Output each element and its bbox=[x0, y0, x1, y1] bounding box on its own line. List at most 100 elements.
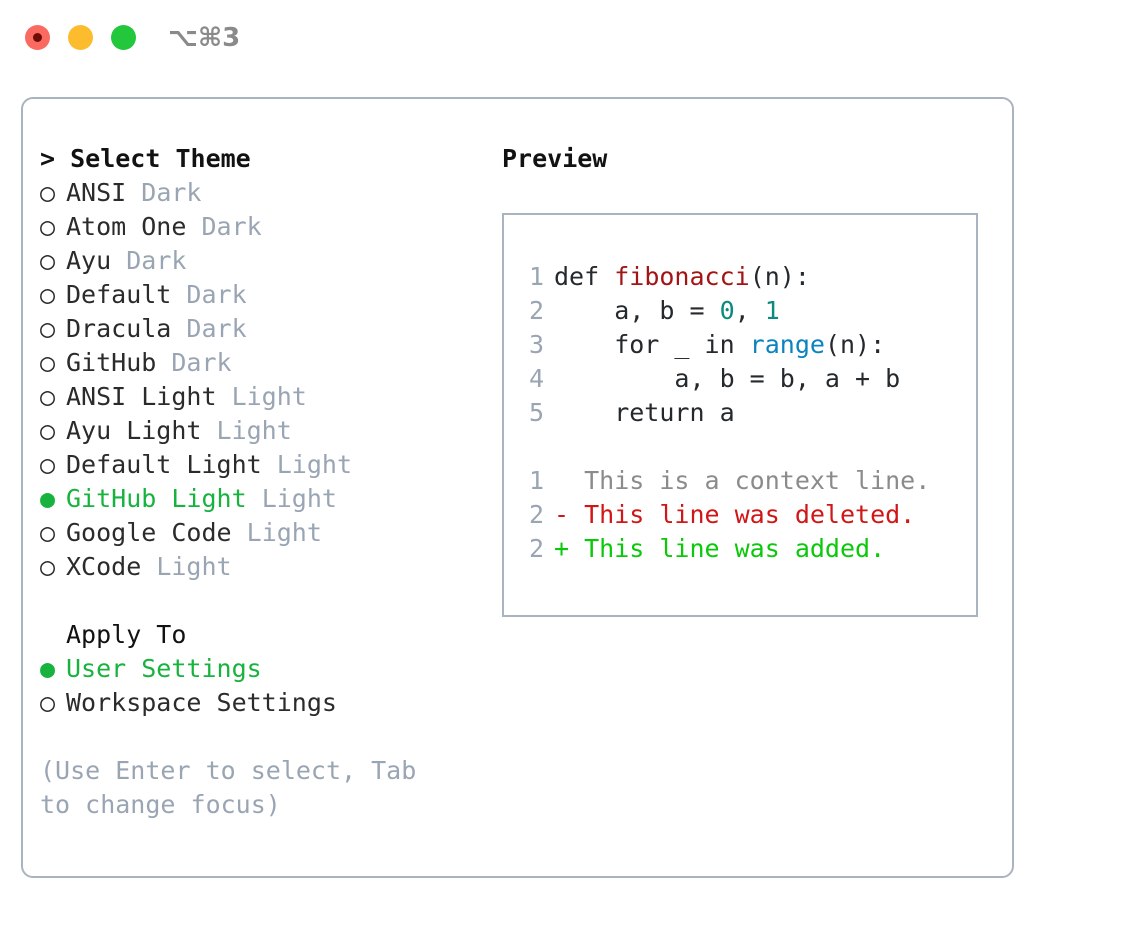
theme-selection-column: > Select Theme ○ANSI Dark○Atom One Dark○… bbox=[40, 142, 490, 822]
diff-marker: + bbox=[554, 534, 585, 563]
line-number: 5 bbox=[528, 398, 544, 427]
diff-text: This line was added. bbox=[584, 534, 886, 563]
close-button[interactable] bbox=[25, 25, 50, 50]
maximize-button[interactable] bbox=[111, 25, 136, 50]
theme-option-github-light[interactable]: ● GitHub Light Light bbox=[40, 482, 490, 516]
theme-variant-tag: Dark bbox=[186, 280, 247, 309]
line-number: 2 bbox=[528, 500, 544, 529]
spacer bbox=[518, 430, 930, 464]
code-token: (n): bbox=[824, 330, 886, 359]
code-token: range bbox=[749, 330, 825, 359]
select-theme-header: > Select Theme bbox=[40, 144, 251, 173]
diff-line-text: This is a context line. bbox=[554, 466, 930, 495]
diff-text: This is a context line. bbox=[584, 466, 931, 495]
radio-unselected-icon: ○ bbox=[40, 246, 56, 275]
code-token: (n): bbox=[749, 262, 810, 291]
radio-unselected-icon: ○ bbox=[40, 416, 56, 445]
theme-option-label: GitHub Light bbox=[66, 484, 247, 513]
apply-to-header: Apply To bbox=[66, 620, 187, 649]
theme-variant-tag: Light bbox=[216, 416, 292, 445]
apply-to-option-list: ● User Settings ○ Workspace Settings bbox=[40, 652, 490, 720]
theme-variant-tag: Light bbox=[156, 552, 232, 581]
radio-unselected-icon: ○ bbox=[40, 212, 56, 241]
spacer bbox=[40, 720, 490, 754]
code-token: a, b = bbox=[554, 296, 720, 325]
keyboard-shortcut-label: ⌥⌘3 bbox=[168, 23, 241, 53]
radio-unselected-icon: ○ bbox=[40, 280, 56, 309]
theme-option-label: XCode bbox=[66, 552, 142, 581]
code-token: return a bbox=[554, 398, 735, 427]
theme-option-list: ○ANSI Dark○Atom One Dark○Ayu Dark○Defaul… bbox=[40, 176, 490, 584]
code-line: 4 a, b = b, a + b bbox=[518, 362, 930, 396]
keyboard-hint-text: (Use Enter to select, Tab to change focu… bbox=[40, 756, 432, 819]
radio-unselected-icon: ○ bbox=[40, 688, 56, 717]
theme-option-google-code[interactable]: ○ Google Code Light bbox=[40, 516, 490, 550]
line-number: 2 bbox=[528, 534, 544, 563]
theme-option-dracula[interactable]: ○Dracula Dark bbox=[40, 312, 490, 346]
diff-marker: - bbox=[554, 500, 585, 529]
theme-variant-tag: Dark bbox=[186, 314, 247, 343]
theme-variant-tag: Light bbox=[261, 484, 337, 513]
apply-to-option-label: User Settings bbox=[66, 654, 262, 683]
theme-variant-tag: Dark bbox=[141, 178, 202, 207]
radio-selected-icon: ● bbox=[40, 484, 56, 513]
line-number: 2 bbox=[528, 296, 544, 325]
diff-marker bbox=[554, 466, 584, 495]
code-token: 1 bbox=[764, 296, 780, 325]
theme-option-label: Google Code bbox=[66, 518, 232, 547]
theme-option-github[interactable]: ○ GitHub Dark bbox=[40, 346, 490, 380]
theme-option-label: ANSI Light bbox=[66, 382, 217, 411]
radio-unselected-icon: ○ bbox=[40, 382, 56, 411]
theme-option-ayu[interactable]: ○Ayu Dark bbox=[40, 244, 490, 278]
theme-variant-tag: Dark bbox=[171, 348, 232, 377]
theme-option-default-light[interactable]: ○Default Light Light bbox=[40, 448, 490, 482]
radio-unselected-icon: ○ bbox=[40, 552, 56, 581]
radio-unselected-icon: ○ bbox=[40, 178, 56, 207]
theme-option-ansi-light[interactable]: ○ ANSI Light Light bbox=[40, 380, 490, 414]
code-line: 5 return a bbox=[518, 396, 930, 430]
theme-option-label: Default Light bbox=[66, 450, 262, 479]
line-number: 1 bbox=[528, 466, 544, 495]
radio-unselected-icon: ○ bbox=[40, 314, 56, 343]
theme-option-label: GitHub bbox=[66, 348, 157, 377]
minimize-button[interactable] bbox=[68, 25, 93, 50]
theme-option-label: Ayu bbox=[66, 246, 112, 275]
code-token: for _ in bbox=[554, 330, 750, 359]
radio-unselected-icon: ○ bbox=[40, 518, 56, 547]
line-number: 1 bbox=[528, 262, 544, 291]
theme-variant-tag: Light bbox=[231, 382, 307, 411]
theme-option-default[interactable]: ○Default Dark bbox=[40, 278, 490, 312]
code-token: 0 bbox=[719, 296, 735, 325]
radio-unselected-icon: ○ bbox=[40, 348, 56, 377]
theme-option-label: Atom One bbox=[66, 212, 187, 241]
theme-option-atom-one[interactable]: ○Atom One Dark bbox=[40, 210, 490, 244]
code-line: 2 a, b = 0, 1 bbox=[518, 294, 930, 328]
line-number: 4 bbox=[528, 364, 544, 393]
window-controls bbox=[25, 25, 136, 50]
diff-line: 2- This line was deleted. bbox=[518, 498, 930, 532]
code-token: def bbox=[554, 262, 615, 291]
radio-selected-icon: ● bbox=[40, 654, 56, 683]
theme-option-ansi[interactable]: ○ ANSI Dark bbox=[40, 176, 490, 210]
code-token: , bbox=[734, 296, 765, 325]
code-line: 3 for _ in range(n): bbox=[518, 328, 930, 362]
apply-to-option-user-settings[interactable]: ● User Settings bbox=[40, 652, 490, 686]
theme-option-ayu-light[interactable]: ○ Ayu Light Light bbox=[40, 414, 490, 448]
theme-option-xcode[interactable]: ○ XCode Light bbox=[40, 550, 490, 584]
title-bar: ⌥⌘3 bbox=[0, 0, 1140, 78]
theme-variant-tag: Light bbox=[276, 450, 352, 479]
theme-picker-panel: > Select Theme ○ANSI Dark○Atom One Dark○… bbox=[21, 97, 1014, 878]
theme-variant-tag: Light bbox=[246, 518, 322, 547]
theme-option-label: ANSI bbox=[66, 178, 127, 207]
apply-to-option-label: Workspace Settings bbox=[66, 688, 337, 717]
diff-line: 1 This is a context line. bbox=[518, 464, 930, 498]
spacer bbox=[40, 584, 490, 618]
preview-header: Preview bbox=[502, 144, 608, 173]
line-number: 3 bbox=[528, 330, 544, 359]
theme-option-label: Ayu Light bbox=[66, 416, 202, 445]
apply-to-option-workspace-settings[interactable]: ○ Workspace Settings bbox=[40, 686, 490, 720]
